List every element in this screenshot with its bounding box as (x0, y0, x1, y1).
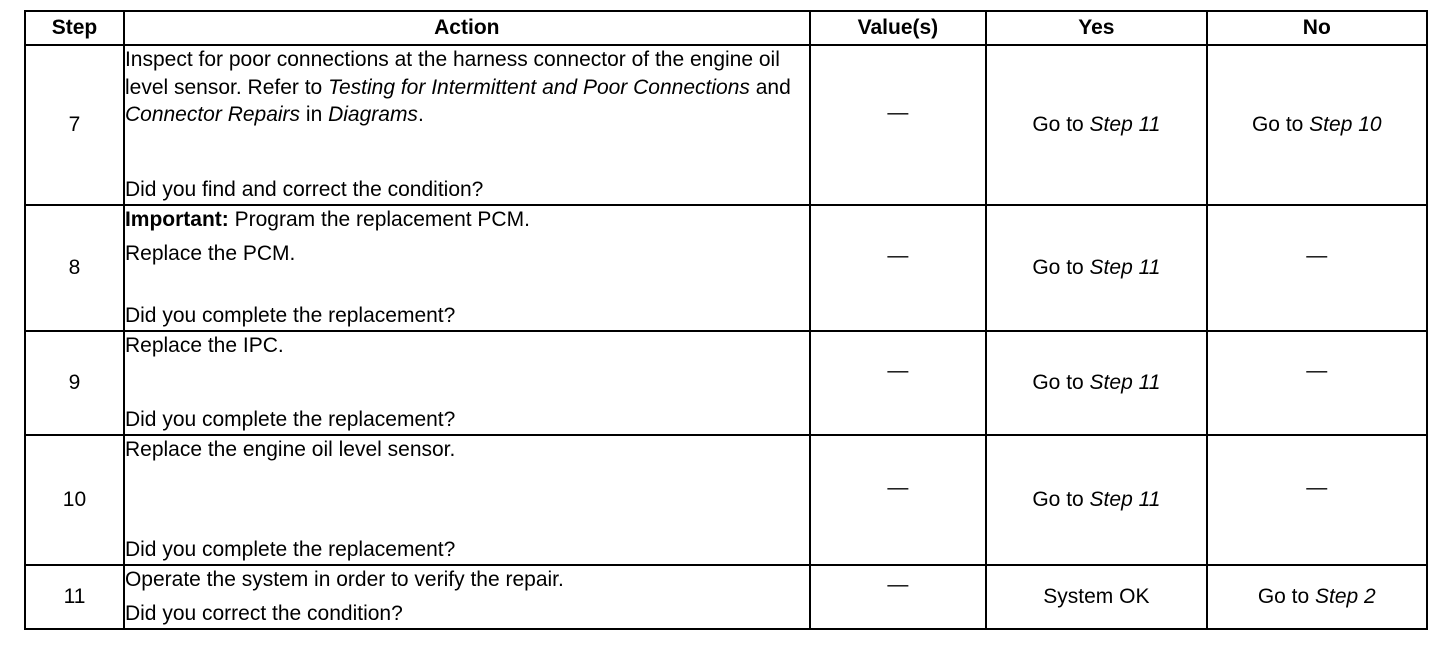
table-row: 8 Important: Program the replacement PCM… (24, 204, 1429, 332)
step-link[interactable]: Step 11 (1089, 256, 1161, 280)
yes-cell[interactable]: Go to Step 11 (985, 204, 1208, 332)
header-yes: Yes (985, 10, 1208, 46)
reference-link[interactable]: Testing for Intermittent and Poor Connec… (328, 75, 750, 99)
yes-cell[interactable]: Go to Step 11 (985, 330, 1208, 436)
step-link[interactable]: Step 11 (1089, 371, 1161, 395)
value-cell: — (808, 330, 988, 436)
header-values: Value(s) (808, 10, 988, 46)
action-cell: Important: Program the replacement PCM. … (122, 204, 811, 332)
no-cell: — (1205, 330, 1429, 436)
yes-cell[interactable]: Go to Step 11 (985, 434, 1208, 566)
action-question: Did you correct the condition? (124, 602, 403, 626)
no-cell: — (1205, 204, 1429, 332)
step-link[interactable]: Step 11 (1089, 488, 1161, 512)
action-instruction: Inspect for poor connections at the harn… (124, 48, 791, 127)
header-row: Step Action Value(s) Yes No (24, 10, 1429, 46)
reference-link[interactable]: Diagrams (328, 103, 418, 127)
header-step: Step (24, 10, 125, 46)
step-link[interactable]: Step 2 (1315, 585, 1376, 609)
no-cell: — (1205, 434, 1429, 566)
step-link[interactable]: Step 10 (1309, 113, 1382, 137)
step-number: 8 (24, 204, 125, 332)
action-cell: Operate the system in order to verify th… (122, 564, 811, 630)
action-cell: Replace the IPC. Did you complete the re… (122, 330, 811, 436)
step-link[interactable]: Step 11 (1089, 113, 1161, 137)
diagnostic-table: Step Action Value(s) Yes No 7 Inspect fo… (24, 10, 1429, 630)
no-cell[interactable]: Go to Step 10 (1205, 44, 1429, 206)
table-row: 9 Replace the IPC. Did you complete the … (24, 330, 1429, 436)
action-question: Did you complete the replacement? (124, 408, 456, 432)
header-no: No (1205, 10, 1429, 46)
action-question: Did you complete the replacement? (124, 304, 456, 328)
action-instruction: Replace the PCM. (124, 241, 296, 265)
table-row: 7 Inspect for poor connections at the ha… (24, 44, 1429, 206)
step-number: 9 (24, 330, 125, 436)
action-instruction: Replace the IPC. (124, 334, 284, 357)
value-cell: — (808, 44, 988, 206)
table-row: 11 Operate the system in order to verify… (24, 564, 1429, 630)
step-number: 7 (24, 44, 125, 206)
table-row: 10 Replace the engine oil level sensor. … (24, 434, 1429, 566)
value-cell: — (808, 434, 988, 566)
value-cell: — (808, 204, 988, 332)
yes-cell: System OK (985, 564, 1208, 630)
yes-cell[interactable]: Go to Step 11 (985, 44, 1208, 206)
header-action: Action (122, 10, 811, 46)
action-cell: Inspect for poor connections at the harn… (122, 44, 811, 206)
important-note: Important: Program the replacement PCM. (124, 208, 530, 231)
action-instruction: Operate the system in order to verify th… (124, 568, 564, 591)
step-number: 10 (24, 434, 125, 566)
step-number: 11 (24, 564, 125, 630)
action-instruction: Replace the engine oil level sensor. (124, 438, 456, 461)
value-cell: — (808, 564, 988, 630)
reference-link[interactable]: Connector Repairs (124, 103, 301, 127)
action-cell: Replace the engine oil level sensor. Did… (122, 434, 811, 566)
action-question: Did you find and correct the condition? (124, 178, 484, 202)
action-question: Did you complete the replacement? (124, 538, 456, 562)
no-cell[interactable]: Go to Step 2 (1205, 564, 1429, 630)
